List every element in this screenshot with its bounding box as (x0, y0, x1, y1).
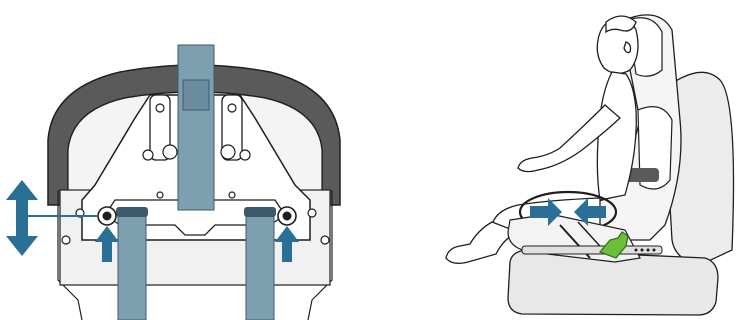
child-seat-drawing (400, 0, 740, 320)
vertical-adjust-icon (6, 180, 38, 256)
top-strap-loop (183, 80, 209, 110)
harness-adjust-rear-view (0, 0, 370, 320)
left-adjust-button (98, 207, 116, 225)
child-seat-side-view (400, 0, 740, 320)
left-strap-buckle (116, 207, 148, 217)
left-shoulder-strap (118, 210, 146, 320)
right-adjust-button (278, 207, 296, 225)
top-harness-strap (178, 45, 214, 210)
right-shoulder-strap (246, 210, 274, 320)
harness-adjust-drawing (0, 0, 370, 320)
right-strap-buckle (244, 207, 276, 217)
